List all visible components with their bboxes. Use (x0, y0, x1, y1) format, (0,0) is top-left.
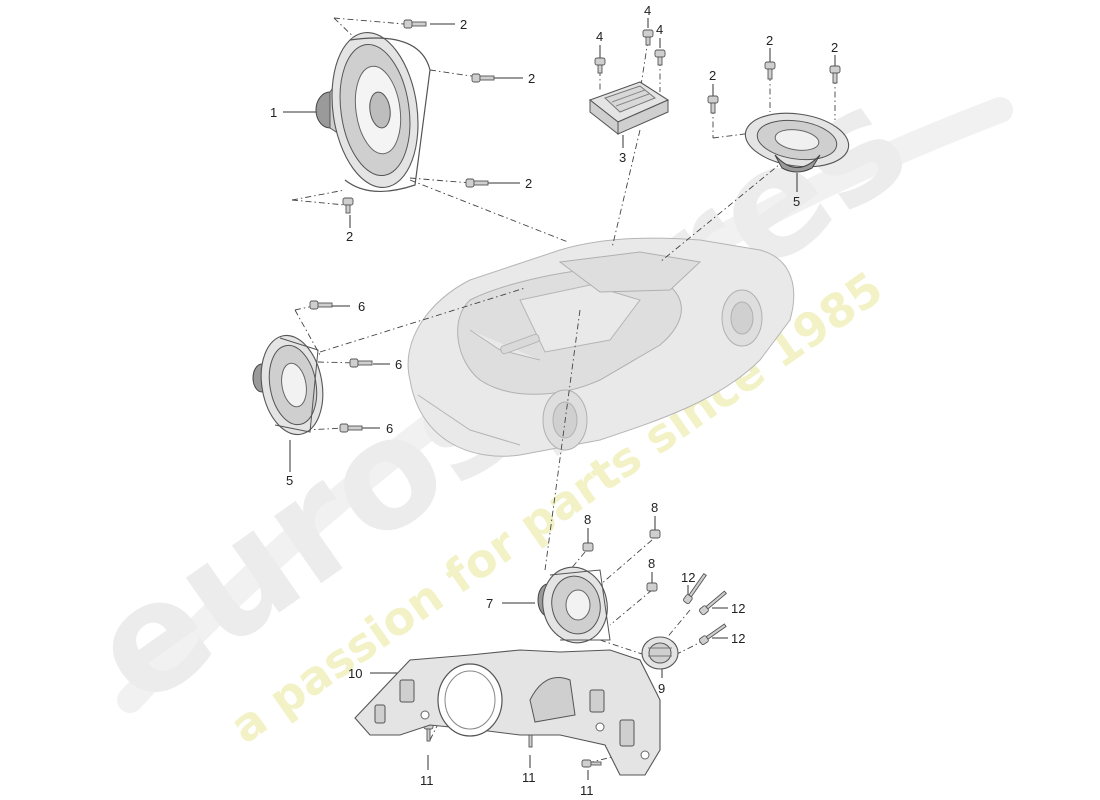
callout-10: 10 (348, 666, 362, 681)
callout-11c: 11 (580, 783, 594, 798)
callout-11b: 11 (522, 770, 536, 785)
amplifier-module-icon (588, 81, 670, 136)
screw-icon (642, 29, 654, 46)
callout-4c: 4 (656, 22, 663, 37)
sports-car-icon (407, 237, 795, 457)
callout-9: 9 (658, 681, 665, 696)
leader-lines (283, 17, 836, 780)
screw-icon (654, 49, 666, 66)
screw-icon (582, 542, 594, 552)
speaker-carrier-bracket-icon (354, 649, 661, 776)
screw-icon (339, 423, 363, 433)
screw-icon (829, 65, 841, 84)
screw-icon (581, 759, 602, 768)
callout-12b: 12 (731, 601, 745, 616)
callout-8a: 8 (584, 512, 591, 527)
callout-2b: 2 (528, 71, 535, 86)
callout-6a: 6 (358, 299, 365, 314)
door-speaker-icon (252, 334, 324, 436)
screw-icon (683, 573, 707, 605)
callout-11a: 11 (420, 773, 434, 788)
screw-icon (594, 57, 606, 74)
callout-5b: 5 (286, 473, 293, 488)
speaker-lower-icon (537, 566, 611, 644)
screw-icon (465, 178, 489, 188)
callout-2e: 2 (709, 68, 716, 83)
screw-icon (646, 582, 658, 592)
callout-2d: 2 (346, 229, 353, 244)
small-speaker-icon (744, 112, 850, 173)
callout-4b: 4 (644, 3, 651, 18)
callout-2a: 2 (460, 17, 467, 32)
callout-8b: 8 (651, 500, 658, 515)
callout-3: 3 (619, 150, 626, 165)
callout-8c: 8 (648, 556, 655, 571)
screw-icon (471, 73, 495, 83)
callout-2g: 2 (831, 40, 838, 55)
screw-icon (403, 19, 427, 29)
screw-icon (707, 95, 719, 114)
screw-icon (342, 197, 354, 214)
callout-6b: 6 (395, 357, 402, 372)
screw-icon (349, 358, 373, 368)
large-speaker-icon (315, 31, 431, 193)
callout-6c: 6 (386, 421, 393, 436)
callout-2c: 2 (525, 176, 532, 191)
callout-12a: 12 (681, 570, 695, 585)
callout-4a: 4 (596, 29, 603, 44)
tweeter-icon (641, 636, 679, 670)
callout-1: 1 (270, 105, 277, 120)
screw-icon (698, 623, 727, 645)
callout-7: 7 (486, 596, 493, 611)
screw-icon (649, 529, 661, 539)
screw-icon (698, 590, 727, 616)
callout-2f: 2 (766, 33, 773, 48)
screw-icon (764, 61, 776, 80)
callout-labels: 1 2 2 2 2 2 2 2 3 4 4 4 5 5 6 6 6 7 8 8 … (270, 3, 838, 798)
callout-5a: 5 (793, 194, 800, 209)
callout-12c: 12 (731, 631, 745, 646)
screw-icon (309, 300, 333, 310)
